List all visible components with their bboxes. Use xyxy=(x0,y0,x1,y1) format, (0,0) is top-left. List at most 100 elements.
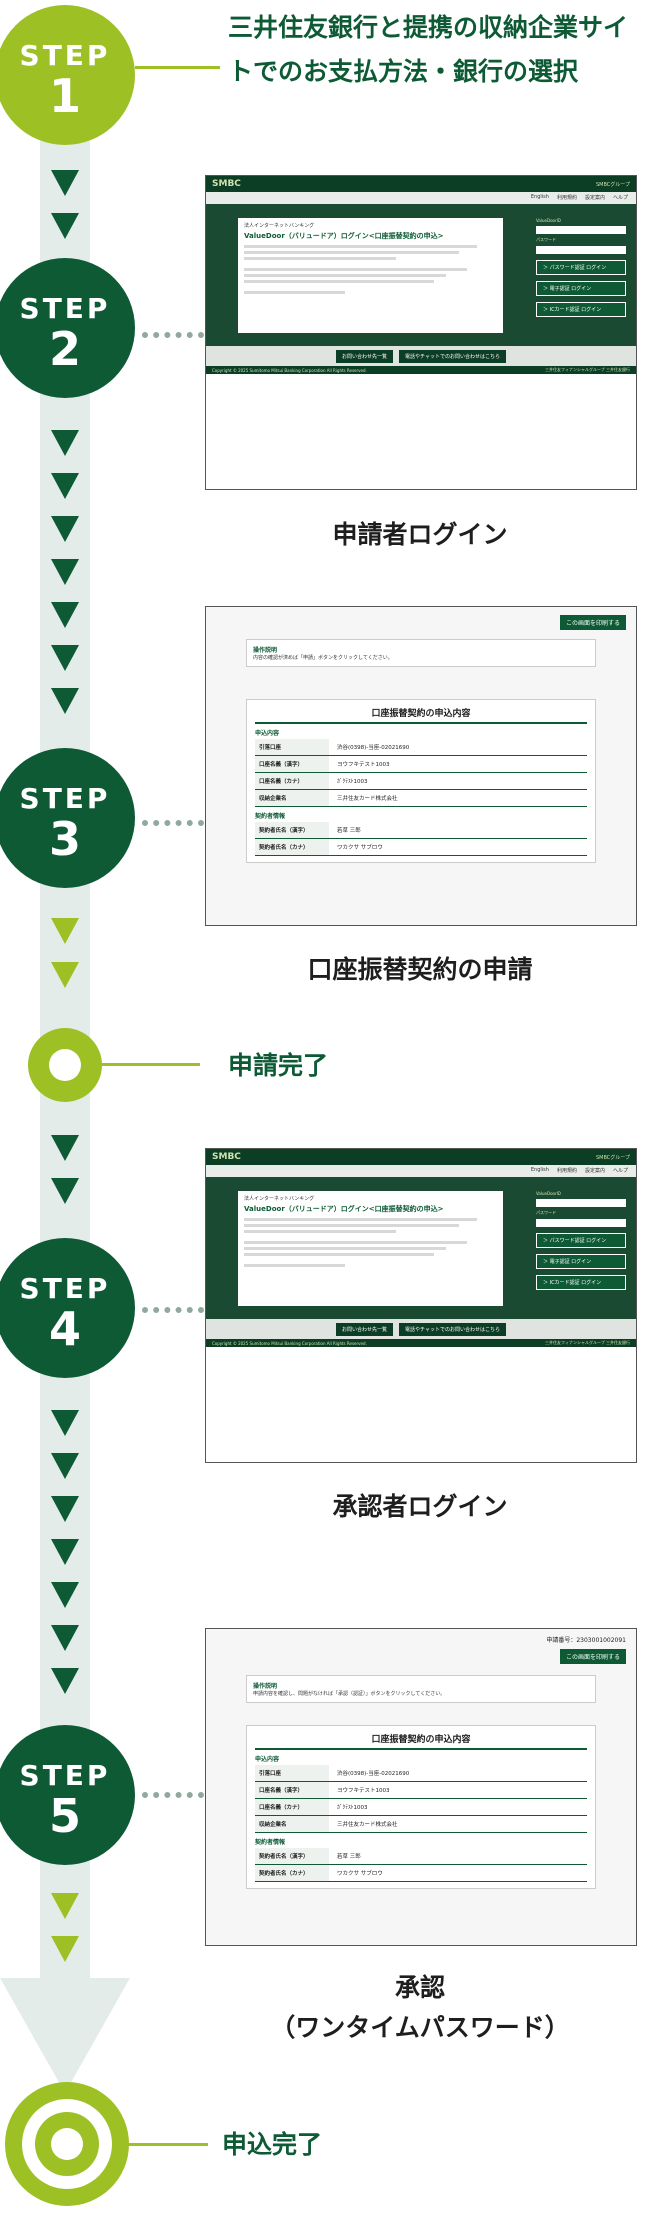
row-key: 口座名義（カナ） xyxy=(255,773,329,789)
down-arrow xyxy=(51,1582,79,1608)
instruction-box: 操作説明 申請内容を確認し、問題がなければ「承認（認証）」ボタンをクリックしてく… xyxy=(246,1675,596,1703)
step-label: STEP xyxy=(19,292,111,325)
text-line xyxy=(244,280,434,283)
step-number: 2 xyxy=(48,322,81,376)
form-row: 口座名義（カナ） ｶﾞｸﾃｽﾄ1003 xyxy=(255,773,587,790)
text-line xyxy=(244,1264,346,1267)
instruction-title: 操作説明 xyxy=(253,647,278,654)
text-line xyxy=(244,268,467,271)
row-key: 口座名義（カナ） xyxy=(255,1799,329,1815)
text-line xyxy=(244,291,346,294)
instruction-text: 申請内容を確認し、問題がなければ「承認（認証）」ボタンをクリックしてください。 xyxy=(253,1691,446,1697)
form-row: 収納企業名三井住友カード株式会社 xyxy=(255,790,587,807)
icc-login-button: ＞ ICカード認証 ログイン xyxy=(536,1275,626,1290)
down-arrow xyxy=(51,213,79,239)
down-arrow xyxy=(51,1496,79,1522)
down-arrow xyxy=(51,430,79,456)
row-key: 収納企業名 xyxy=(255,790,329,806)
id-field xyxy=(536,1199,626,1207)
form-row: 口座名義（カナ） ｶﾞｸﾃｽﾄ1003 xyxy=(255,1799,587,1816)
application-page: この画面を印刷する 操作説明 内容の確認が済めば「申請」ボタンをクリックしてくだ… xyxy=(206,607,636,925)
down-arrow xyxy=(51,1625,79,1651)
text-line xyxy=(244,1224,460,1227)
form-row: 引落口座 渋谷(0398)-当座-02021690 xyxy=(255,1765,587,1782)
footer-buttons: お問い合わせ先一覧 電話やチャットでのお問い合わせはこちら xyxy=(206,1319,636,1339)
group-text: SMBCグループ xyxy=(595,181,630,188)
bar-item: 設定案内 xyxy=(584,1168,605,1174)
contact-chat-button: 電話やチャットでのお問い合わせはこちら xyxy=(399,1322,506,1336)
step-5-caption-line2: （ワンタイムパスワード） xyxy=(270,2013,570,2042)
step-3-caption: 口座振替契約の申請 xyxy=(307,955,533,984)
row-value: ｶﾞｸﾃｽﾄ1003 xyxy=(337,779,368,785)
step-label: STEP xyxy=(19,39,111,72)
utility-bar: English 利用規約 設定案内 ヘルプ xyxy=(206,192,636,204)
row-value: ワカクサ サブロウ xyxy=(337,845,383,851)
section-title: 契約者情報 xyxy=(255,813,286,820)
down-arrow xyxy=(51,1936,79,1962)
panel-subtitle: 法人インターネットバンキング xyxy=(244,1196,315,1202)
text-line xyxy=(244,245,477,248)
contact-list-button: お問い合わせ先一覧 xyxy=(336,349,394,363)
row-value: 渋谷(0398)-当座-02021690 xyxy=(337,1771,410,1777)
down-arrow xyxy=(51,516,79,542)
form-title: 口座振替契約の申込内容 xyxy=(255,1732,587,1750)
print-button: この画面を印刷する xyxy=(559,615,626,630)
row-key: 引落口座 xyxy=(255,1765,329,1781)
down-arrow xyxy=(51,1893,79,1919)
application-form: 口座振替契約の申込内容 申込内容 引落口座 渋谷(0398)-当座-0202169… xyxy=(246,1725,596,1889)
milestone-ring-inner xyxy=(49,1049,81,1081)
form-row: 口座名義（漢字）ヨウフキテスト1003 xyxy=(255,756,587,773)
utility-bar: English 利用規約 設定案内 ヘルプ xyxy=(206,1165,636,1177)
row-key: 引落口座 xyxy=(255,739,329,755)
form-row: 契約者氏名（漢字）若草 三郎 xyxy=(255,1848,587,1865)
form-row: 契約者氏名（漢字）若草 三郎 xyxy=(255,822,587,839)
step-number: 1 xyxy=(48,69,81,123)
row-key: 契約者氏名（カナ） xyxy=(255,839,329,855)
row-key: 口座名義（漢字） xyxy=(255,1782,329,1798)
bar-item: 利用規約 xyxy=(556,195,577,201)
form-row: 口座名義（漢字）ヨウフキテスト1003 xyxy=(255,1782,587,1799)
step-number: 5 xyxy=(48,1789,81,1843)
notice-panel: 法人インターネットバンキング ValueDoor（バリュードア）ログイン<口座振… xyxy=(238,218,503,333)
field-label: ValueDoorID xyxy=(536,218,561,223)
step-2-badge: STEP 2 xyxy=(0,258,135,398)
step-4-badge: STEP 4 xyxy=(0,1238,135,1378)
final-ring-center xyxy=(51,2128,83,2160)
connector-line xyxy=(135,66,220,69)
text-line xyxy=(244,274,447,277)
final-label: 申込完了 xyxy=(222,2130,323,2159)
footer-buttons: お問い合わせ先一覧 電話やチャットでのお問い合わせはこちら xyxy=(206,346,636,366)
down-arrow xyxy=(51,918,79,944)
text-line xyxy=(244,1253,434,1256)
down-arrow xyxy=(51,1453,79,1479)
approval-page: 申請番号：2303001002091 この画面を印刷する 操作説明 申請内容を確… xyxy=(206,1629,636,1945)
form-row: 引落口座 渋谷(0398)-当座-02021690 xyxy=(255,739,587,756)
copyright-text: Copyright © 2025 Sumitomo Mitsui Banking… xyxy=(212,367,367,373)
row-value: ｶﾞｸﾃｽﾄ1003 xyxy=(337,1805,368,1811)
down-arrow xyxy=(51,602,79,628)
section-title: 申込内容 xyxy=(255,1756,280,1763)
footer-right-text: 三井住友フィナンシャルグループ 三井住友銀行 xyxy=(545,367,630,372)
contact-chat-button: 電話やチャットでのお問い合わせはこちら xyxy=(399,349,506,363)
login-side: ValueDoorID パスワード ＞ パスワード認証 ログイン ＞ 電子認証 … xyxy=(536,1191,626,1292)
step-number: 3 xyxy=(48,812,81,866)
step-label: STEP xyxy=(19,1759,111,1792)
smbc-logo: SMBC xyxy=(212,179,241,189)
cert-login-button: ＞ 電子認証 ログイン xyxy=(536,281,626,296)
login-body: 法人インターネットバンキング ValueDoor（バリュードア）ログイン<口座振… xyxy=(206,204,636,346)
password-login-button: ＞ パスワード認証 ログイン xyxy=(536,260,626,275)
row-value: ヨウフキテスト1003 xyxy=(337,762,390,768)
down-arrow xyxy=(51,645,79,671)
form-row: 契約者氏名（カナ）ワカクサ サブロウ xyxy=(255,1865,587,1882)
section-title: 契約者情報 xyxy=(255,1839,286,1846)
row-value: 渋谷(0398)-当座-02021690 xyxy=(337,745,410,751)
application-form: 口座振替契約の申込内容 申込内容 引落口座渋谷(0398)-当座-0202169… xyxy=(246,699,596,863)
step-5-badge: STEP 5 xyxy=(0,1725,135,1865)
row-value: ワカクサ サブロウ xyxy=(337,1871,383,1877)
down-arrow xyxy=(51,473,79,499)
dotted-connector xyxy=(142,332,204,338)
flow-end-arrow xyxy=(0,1978,130,2093)
login-screenshot: SMBC SMBCグループ English 利用規約 設定案内 ヘルプ 法人イン… xyxy=(205,175,637,490)
connector-line xyxy=(100,1063,200,1066)
bar-item: 設定案内 xyxy=(584,195,605,201)
